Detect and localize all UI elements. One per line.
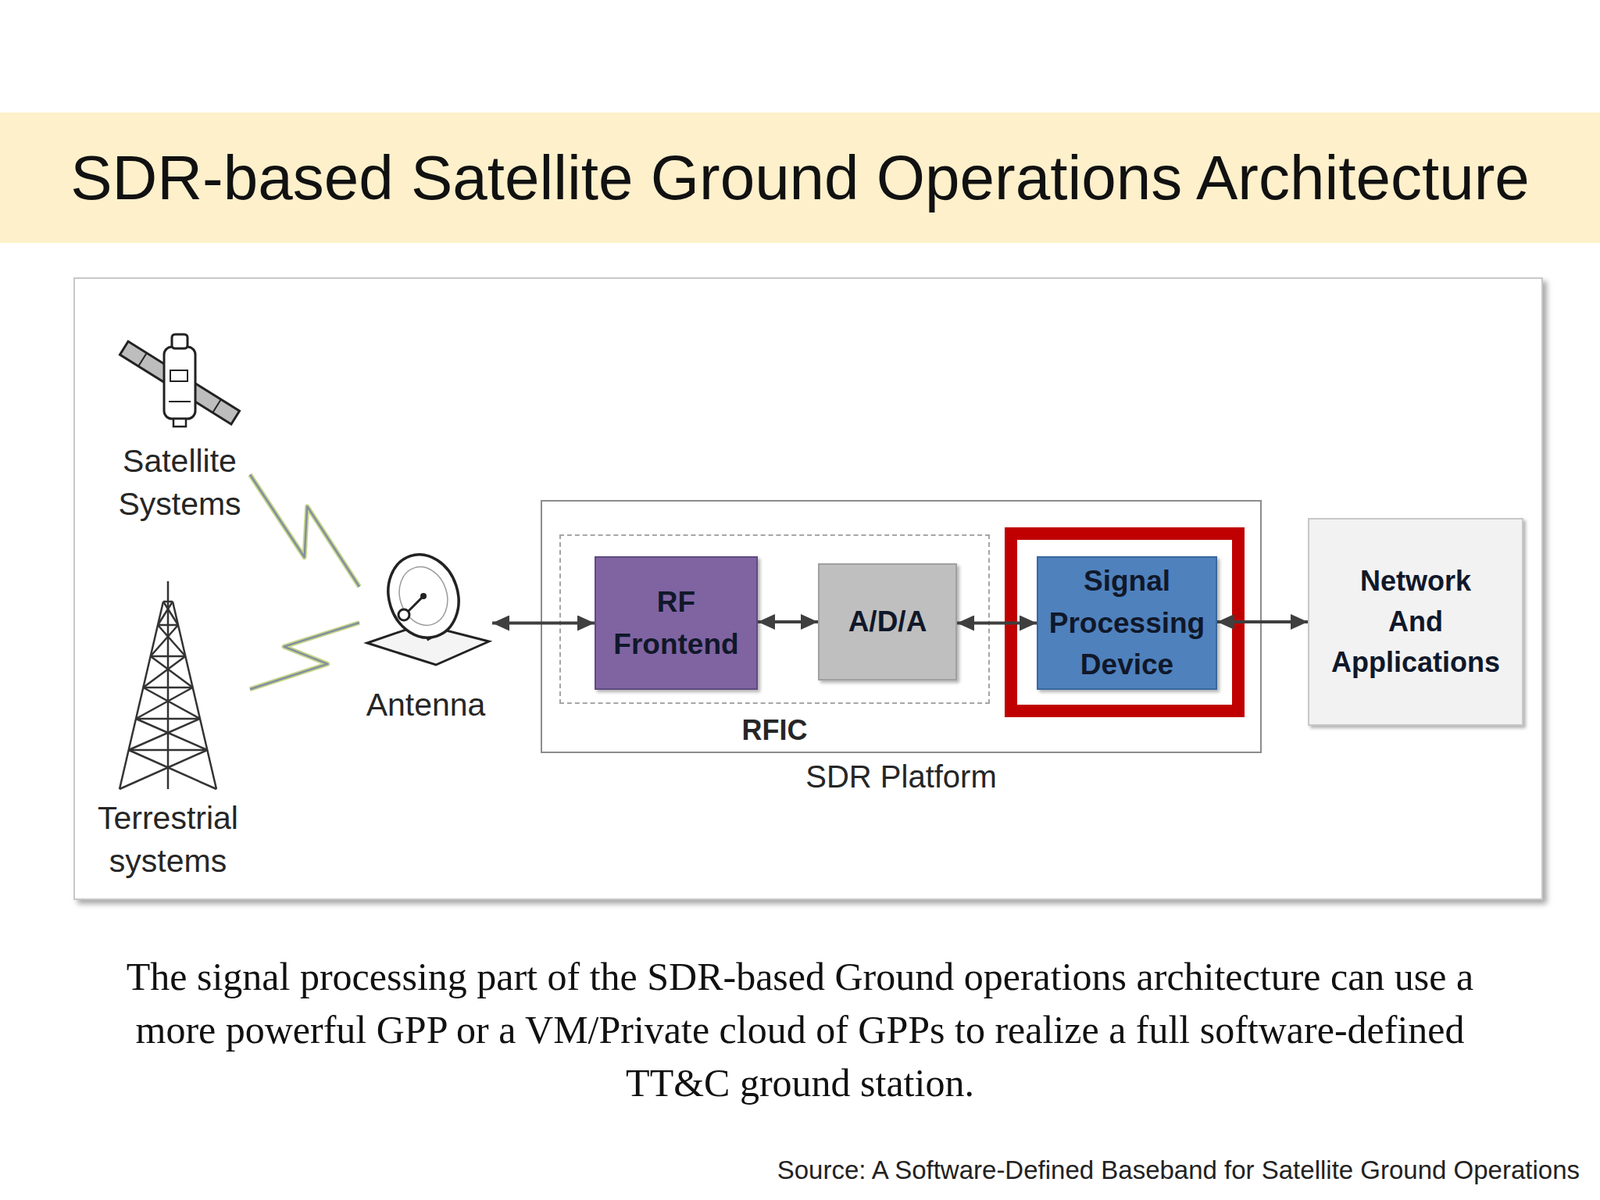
antenna-node: Antenna <box>359 550 493 731</box>
dish-antenna-icon <box>359 550 493 668</box>
network-box: Network And Applications <box>1307 517 1524 726</box>
icon-label: Satellite Systems <box>101 439 258 526</box>
data-arrow <box>1217 621 1308 623</box>
tower-icon <box>85 578 250 793</box>
box-label: RF Frontend <box>607 581 746 665</box>
group-label: SDR Platform <box>540 757 1262 796</box>
icon-label: Terrestrial systems <box>78 796 258 883</box>
caption-area: The signal processing part of the SDR-ba… <box>120 950 1480 1110</box>
data-arrow <box>757 621 818 623</box>
bolt-line <box>250 622 360 690</box>
arrow-line <box>1217 620 1308 624</box>
title-text: SDR-based Satellite Ground Operations Ar… <box>70 143 1530 213</box>
box-label: A/D/A <box>848 600 928 643</box>
arrow-line <box>757 620 818 624</box>
caption-text: The signal processing part of the SDR-ba… <box>120 950 1480 1110</box>
satellite-node: Satellite Systems <box>109 332 250 528</box>
source-note: Source: A Software-Defined Baseband for … <box>777 1154 1580 1186</box>
data-arrow <box>957 622 1037 624</box>
rfic-group: RFICRF FrontendA/D/A <box>559 534 990 704</box>
box-label: Signal Processing Device <box>1042 560 1211 686</box>
arrow-line <box>957 621 1037 625</box>
box-label: Network And Applications <box>1331 560 1500 684</box>
ada-box: A/D/A <box>817 563 958 681</box>
group-label: RFIC <box>559 713 990 747</box>
bolt-line <box>250 475 360 588</box>
icon-label: Antenna <box>351 683 500 727</box>
terrestrial-node: Terrestrial systems <box>85 578 250 887</box>
rf-frontend-box: RF Frontend <box>594 556 758 690</box>
highlight-frame <box>1004 527 1245 718</box>
signal-bolt <box>250 622 360 690</box>
bolt-glow <box>250 622 360 690</box>
satellite-icon <box>109 329 250 436</box>
signal-processing-box: Signal Processing Device <box>1036 556 1218 690</box>
bolt-glow <box>250 475 360 588</box>
signal-bolt <box>250 475 360 588</box>
title-band: SDR-based Satellite Ground Operations Ar… <box>0 112 1600 243</box>
arrow-line <box>492 621 595 625</box>
data-arrow <box>492 622 595 624</box>
